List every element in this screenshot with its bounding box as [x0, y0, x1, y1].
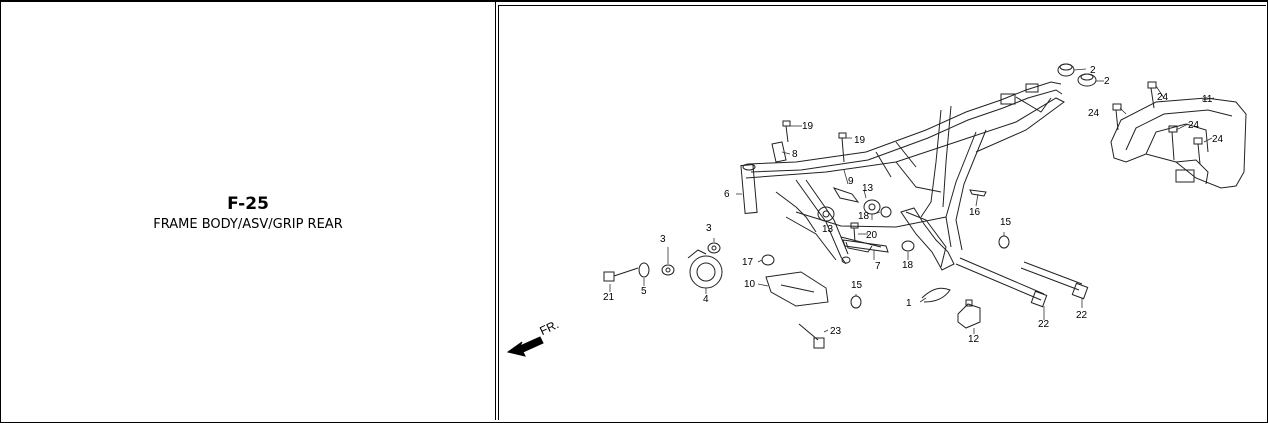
callout-22a: 22 — [1038, 319, 1050, 330]
callout-13a: 13 — [862, 183, 874, 194]
frame-body-drawing — [740, 81, 1065, 271]
callout-3b: 3 — [660, 234, 666, 245]
callout-15b: 15 — [851, 280, 863, 291]
figure-code: F-25 — [227, 194, 269, 214]
grip-rear-drawing — [1110, 97, 1247, 189]
callout-21: 21 — [603, 292, 615, 303]
callout-11: 11 — [1202, 94, 1213, 105]
figure-title: FRAME BODY/ASV/GRIP REAR — [153, 217, 343, 232]
diagram-canvas: 2 2 24 11 24 24 24 19 19 8 9 6 13 18 16 … — [506, 63, 1247, 357]
callout-24c: 24 — [1188, 120, 1200, 131]
callout-18b: 18 — [902, 260, 914, 271]
callout-24b: 24 — [1157, 92, 1169, 103]
front-direction-indicator: FR. — [506, 317, 561, 357]
callout-19a: 19 — [802, 121, 814, 132]
callout-6: 6 — [724, 189, 730, 200]
callout-17: 17 — [742, 257, 754, 268]
callout-19b: 19 — [854, 135, 866, 146]
hardware-parts — [603, 63, 1203, 349]
front-label: FR. — [537, 317, 560, 338]
callout-24a: 24 — [1088, 108, 1100, 119]
callout-10: 10 — [744, 279, 756, 290]
callout-18a: 18 — [858, 211, 870, 222]
callout-labels: 2 2 24 11 24 24 24 19 19 8 9 6 13 18 16 … — [603, 65, 1224, 345]
callout-24d: 24 — [1212, 134, 1224, 145]
callout-23: 23 — [830, 326, 842, 337]
callout-4: 4 — [703, 294, 709, 305]
callout-2a: 2 — [1090, 65, 1096, 76]
callout-16: 16 — [969, 207, 981, 218]
callout-2b: 2 — [1104, 76, 1110, 87]
callout-9: 9 — [848, 176, 854, 187]
callout-13b: 13 — [822, 224, 834, 235]
callout-15a: 15 — [1000, 217, 1012, 228]
leader-lines — [609, 68, 1215, 334]
callout-3a: 3 — [706, 223, 712, 234]
diagram-border — [498, 5, 1266, 420]
callout-22b: 22 — [1076, 310, 1088, 321]
callout-1: 1 — [906, 298, 912, 309]
callout-12: 12 — [968, 334, 980, 345]
callout-5: 5 — [641, 286, 647, 297]
callout-8: 8 — [792, 149, 798, 160]
figure-title-panel: F-25 FRAME BODY/ASV/GRIP REAR — [1, 2, 496, 420]
callout-7: 7 — [875, 261, 881, 272]
exploded-parts-diagram: 2 2 24 11 24 24 24 19 19 8 9 6 13 18 16 … — [496, 2, 1266, 420]
front-arrow-icon — [506, 336, 544, 357]
callout-20: 20 — [866, 230, 878, 241]
